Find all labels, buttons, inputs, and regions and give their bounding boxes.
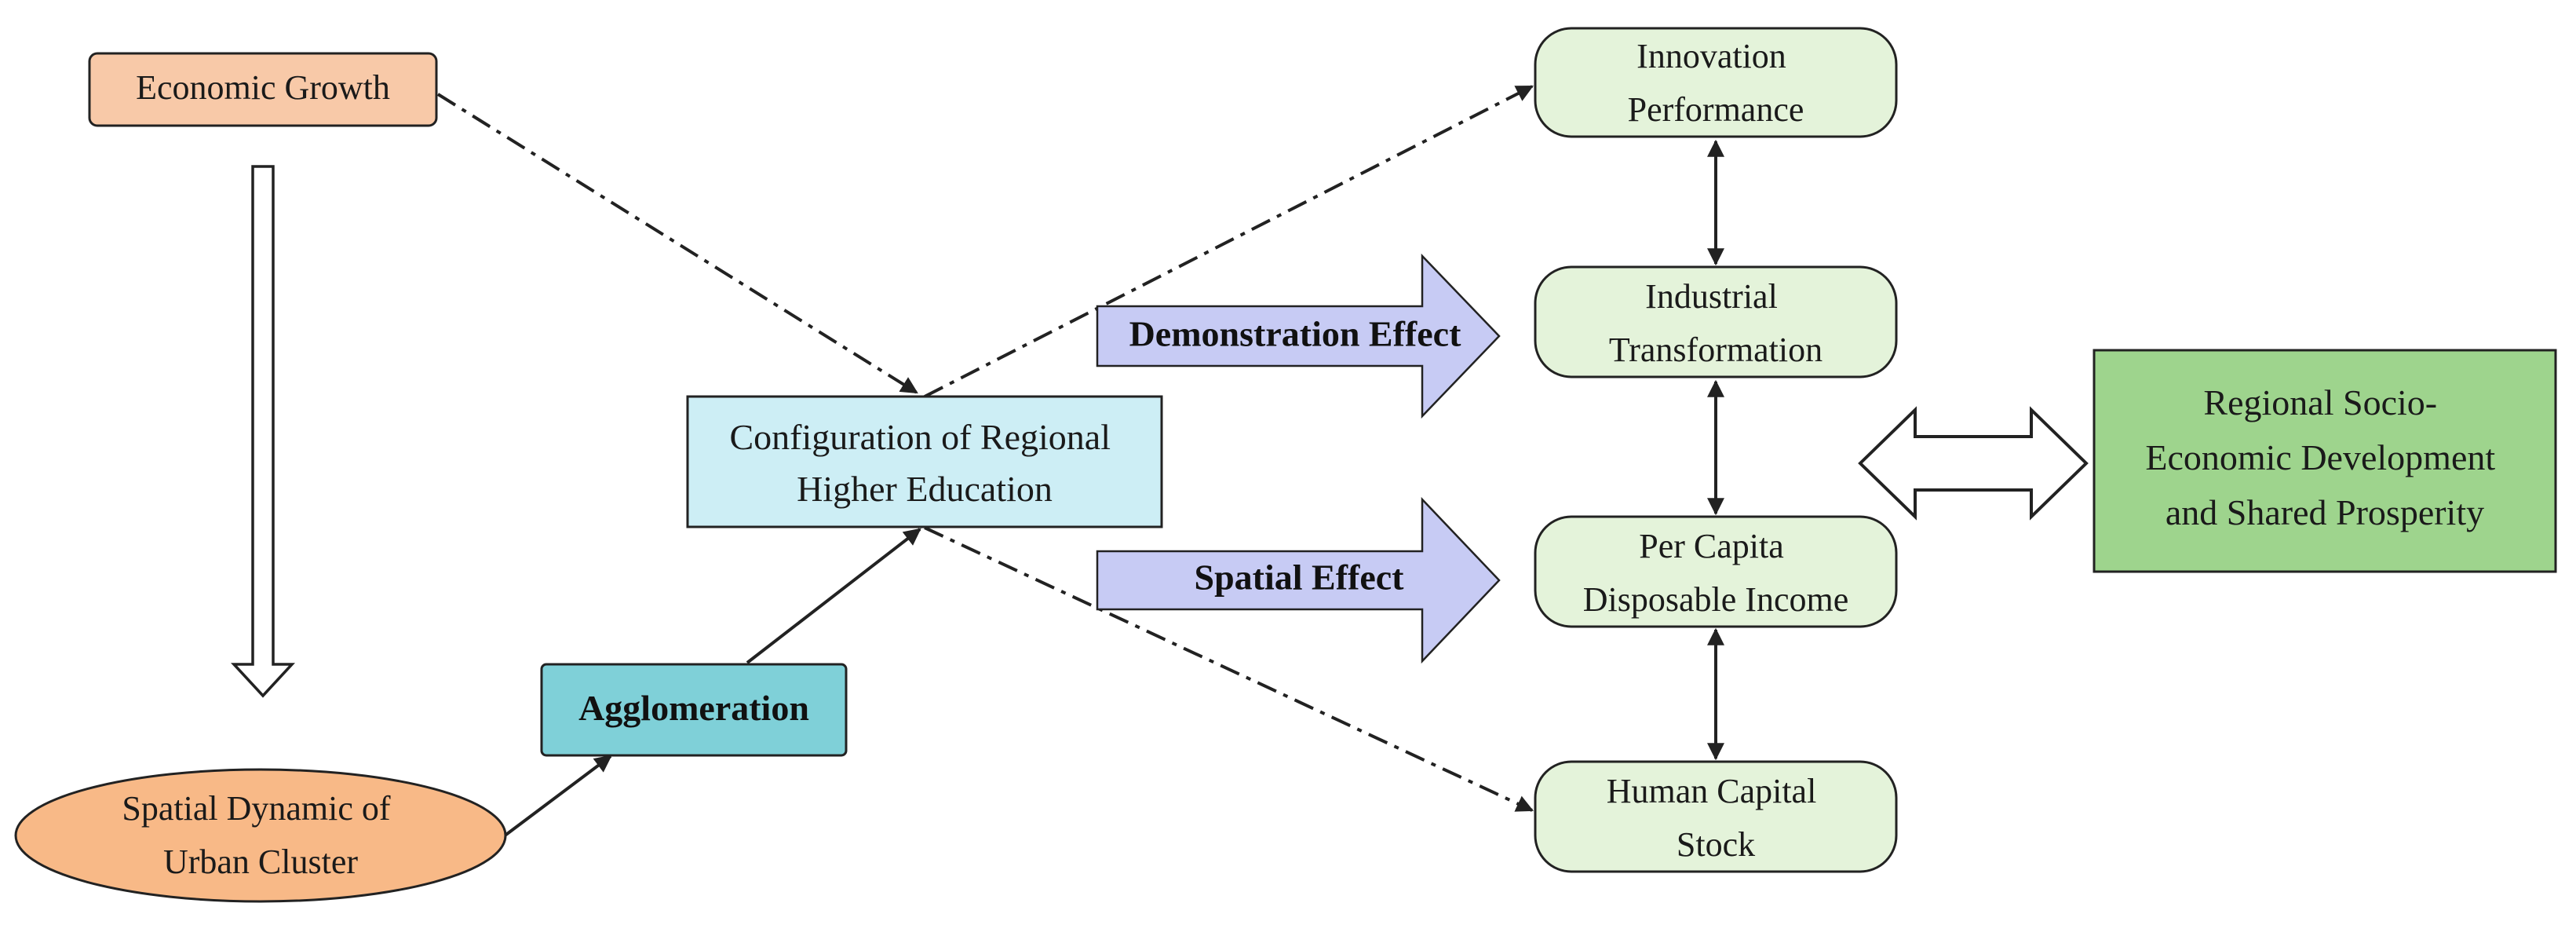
- per-capita-income-label: Per Capita Disposable Income: [1583, 527, 1848, 619]
- shared-prosperity-node: Regional Socio- Economic Development and…: [2093, 349, 2557, 573]
- economic-growth-node: Economic Growth: [88, 52, 438, 127]
- industrial-transformation-node: Industrial Transformation: [1534, 265, 1898, 378]
- agglomeration-label: Agglomeration: [578, 688, 809, 728]
- demonstration-effect-arrow: Demonstration Effect: [1096, 253, 1501, 419]
- shared-prosperity-label: Regional Socio- Economic Development and…: [2145, 382, 2504, 532]
- dashed-connector-growth-to-configuration: [436, 93, 918, 394]
- solid-connector-urban-cluster-to-agglomeration: [502, 755, 612, 838]
- configuration-label: Configuration of Regional Higher Educati…: [730, 417, 1120, 509]
- spatial-effect-label: Spatial Effect: [1194, 558, 1404, 598]
- solid-connector-agglomeration-to-configuration: [746, 528, 921, 664]
- spatial-effect-arrow: Spatial Effect: [1096, 496, 1501, 664]
- hollow-down-arrow-icon: [230, 165, 296, 698]
- human-capital-node: Human Capital Stock: [1534, 760, 1898, 873]
- industrial-transformation-label: Industrial Transformation: [1609, 277, 1823, 369]
- dashed-connector-configuration-to-human-capital: [924, 526, 1534, 812]
- innovation-performance-label: Innovation Performance: [1628, 37, 1804, 129]
- agglomeration-node: Agglomeration: [540, 663, 848, 757]
- hollow-double-arrow-icon: [1858, 406, 2089, 521]
- urban-cluster-label: Spatial Dynamic of Urban Cluster: [122, 789, 399, 881]
- economic-growth-label: Economic Growth: [136, 68, 390, 107]
- human-capital-label: Human Capital Stock: [1607, 772, 1826, 864]
- dashed-connector-configuration-to-innovation: [924, 85, 1534, 398]
- urban-cluster-node: Spatial Dynamic of Urban Cluster: [14, 768, 507, 903]
- innovation-performance-node: Innovation Performance: [1534, 27, 1898, 138]
- configuration-node: Configuration of Regional Higher Educati…: [686, 395, 1163, 528]
- demonstration-effect-label: Demonstration Effect: [1129, 314, 1462, 354]
- per-capita-income-node: Per Capita Disposable Income: [1534, 515, 1898, 628]
